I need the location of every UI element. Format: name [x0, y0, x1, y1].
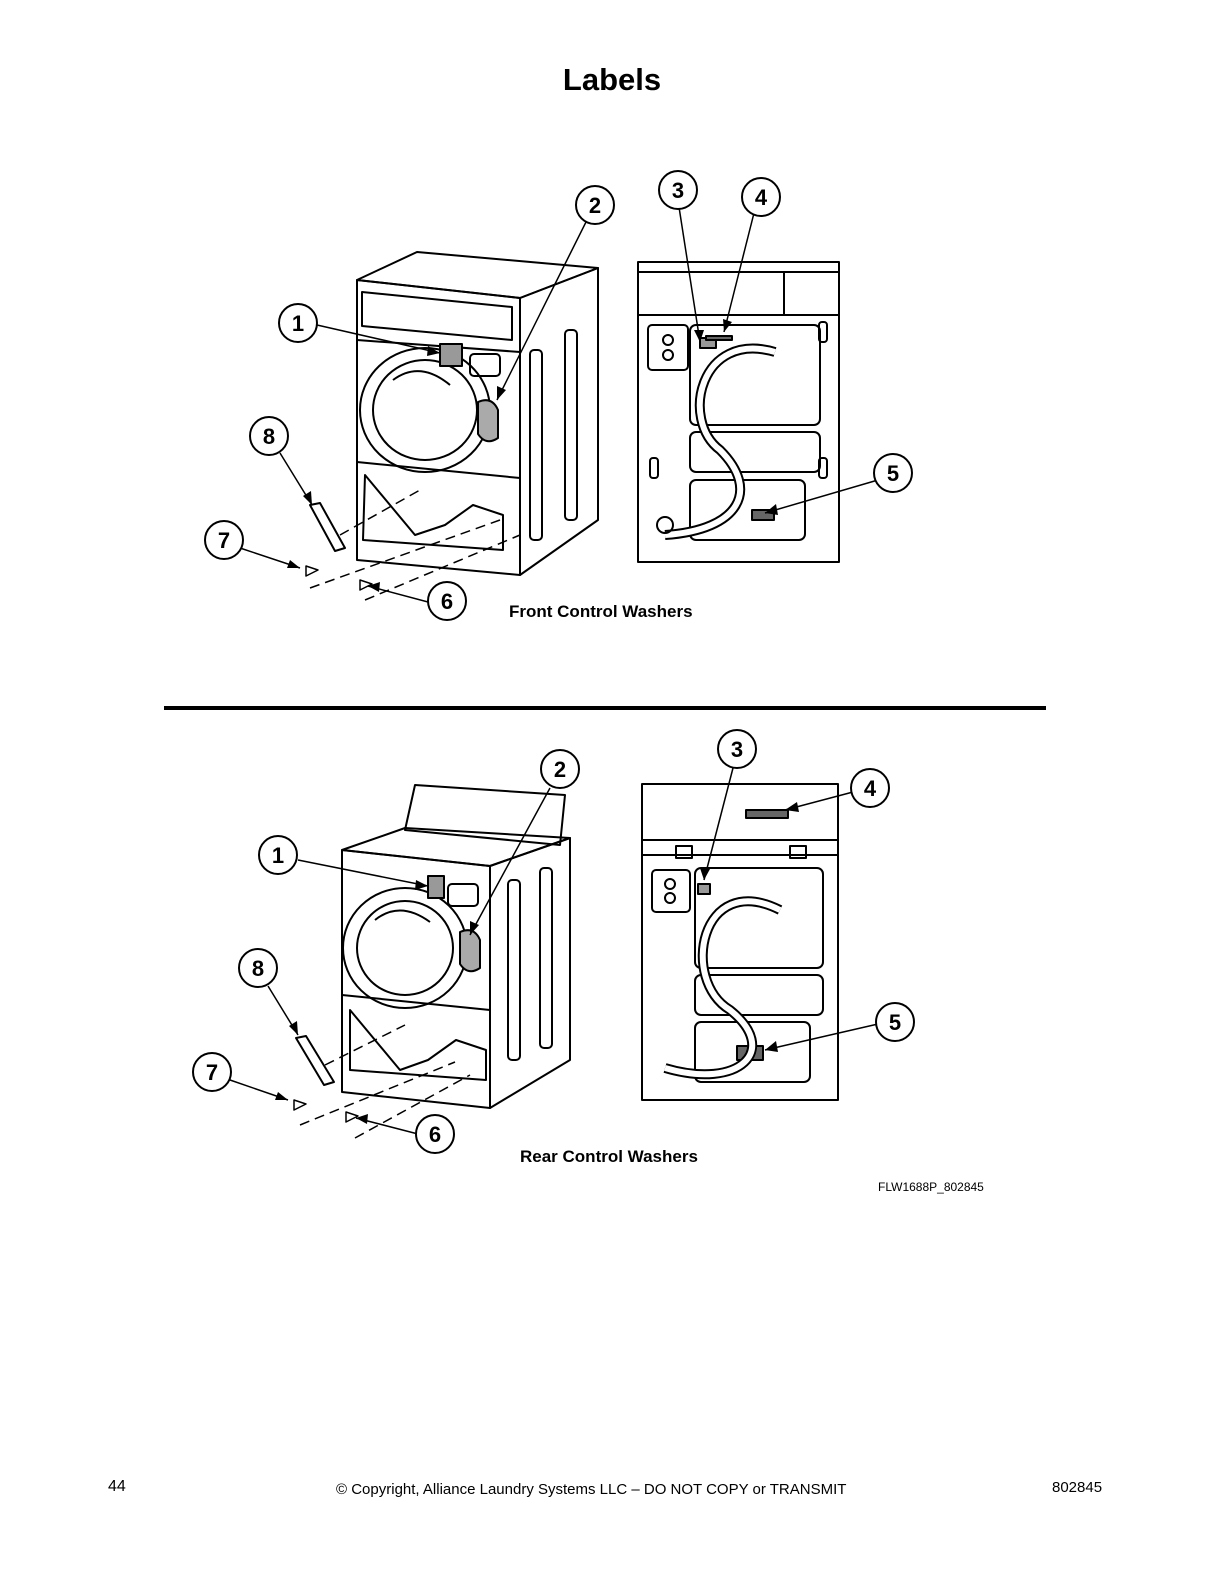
section-divider — [164, 706, 1046, 710]
rear-callout-8: 8 — [252, 956, 264, 981]
front-control-washer-diagram: 1 2 3 4 5 6 7 8 — [204, 170, 913, 621]
front-callout-8: 8 — [263, 424, 275, 449]
front-callout-7: 7 — [218, 528, 230, 553]
front-callout-4: 4 — [755, 185, 768, 210]
rear-callout-circles — [192, 729, 915, 1154]
front-callout-1: 1 — [292, 311, 304, 336]
front-callout-2: 2 — [589, 193, 601, 218]
front-callout-6: 6 — [441, 589, 453, 614]
rear-callout-5: 5 — [889, 1010, 901, 1035]
front-callout-5: 5 — [887, 461, 899, 486]
front-callout-circles — [204, 170, 913, 621]
rear-washer-front-view — [293, 784, 571, 1139]
rear-control-washer-diagram: 1 2 3 4 5 6 7 8 — [192, 729, 915, 1154]
rear-callout-7: 7 — [206, 1060, 218, 1085]
rear-callout-4: 4 — [864, 776, 877, 801]
rear-figure-caption: Rear Control Washers — [520, 1147, 698, 1166]
front-arrowheads — [287, 319, 778, 592]
front-callout-3: 3 — [672, 178, 684, 203]
front-washer-rear-view — [637, 261, 840, 563]
rear-callout-3: 3 — [731, 737, 743, 762]
document-number: 802845 — [1052, 1479, 1103, 1496]
rear-callout-1: 1 — [272, 843, 284, 868]
page-title: Labels — [562, 62, 662, 97]
front-washer-front-view — [305, 251, 599, 601]
front-figure-caption: Front Control Washers — [509, 602, 693, 621]
rear-callout-2: 2 — [554, 757, 566, 782]
rear-washer-rear-view — [641, 783, 839, 1101]
page-number: 44 — [108, 1478, 126, 1495]
rear-arrowheads — [275, 802, 799, 1124]
copyright-notice: © Copyright, Alliance Laundry Systems LL… — [336, 1481, 847, 1498]
figure-id: FLW1688P_802845 — [878, 1180, 984, 1194]
rear-callout-6: 6 — [429, 1122, 441, 1147]
